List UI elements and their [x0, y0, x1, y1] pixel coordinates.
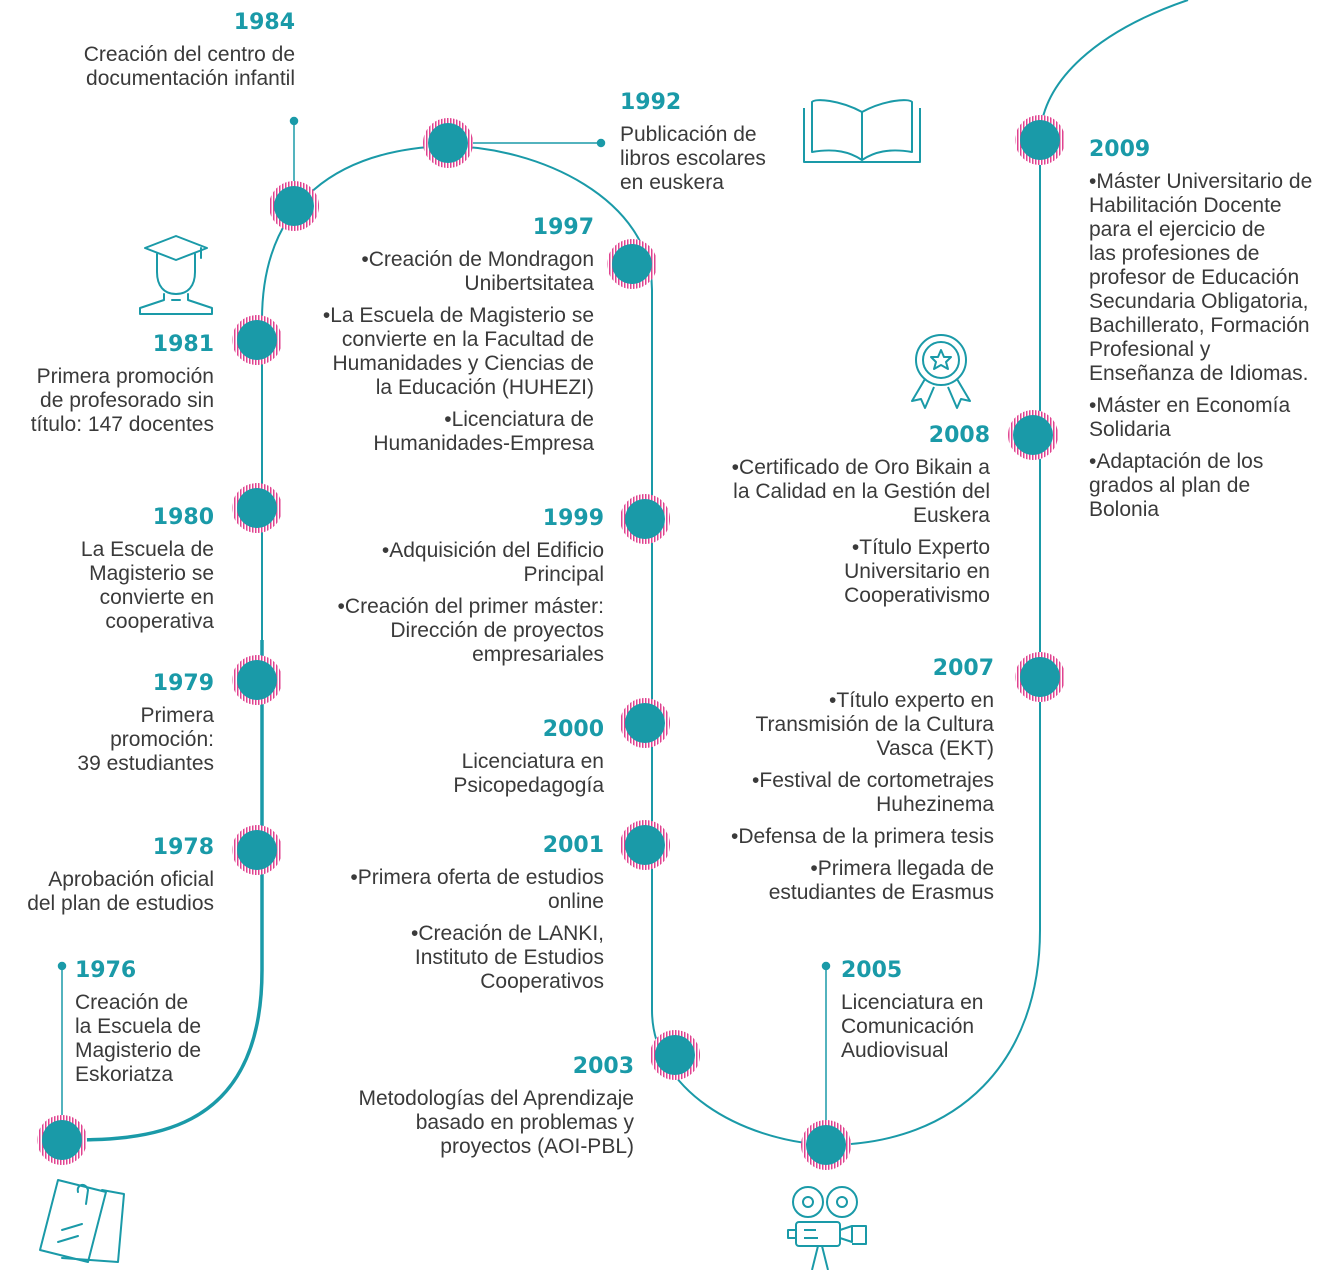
event-item: Defensa de la primera tesis: [731, 825, 994, 849]
event-2001: 2001Primera oferta de estudiosonlineCrea…: [350, 833, 604, 994]
year-label: 2000: [542, 717, 604, 742]
node-2008: [1008, 410, 1058, 460]
node-1980: [232, 483, 282, 533]
node-1999: [620, 494, 670, 544]
year-label: 1999: [542, 506, 604, 531]
event-1997: 1997Creación de MondragonUnibertsitateaL…: [323, 215, 594, 456]
node-1978: [232, 825, 282, 875]
year-label: 2007: [932, 656, 994, 681]
event-item: Certificado de Oro Bikain ala Calidad en…: [732, 456, 990, 528]
year-label: 2005: [841, 958, 903, 983]
clipboard-icon: [39, 1179, 125, 1263]
event-1999: 1999Adquisición del EdificioPrincipalCre…: [338, 506, 604, 667]
node-2007: [1015, 652, 1065, 702]
year-label: 1997: [532, 215, 594, 240]
node-2003: [650, 1030, 700, 1080]
year-label: 1976: [75, 958, 137, 983]
node-2001: [620, 820, 670, 870]
timeline-early-segment: [61, 640, 264, 1142]
node-1992: [423, 118, 473, 168]
year-label: 1992: [620, 90, 682, 115]
graduate-icon: [139, 235, 213, 315]
node-2009: [1015, 115, 1065, 165]
award-ribbon-icon: [911, 334, 971, 409]
year-label: 1979: [152, 671, 214, 696]
year-label: 2003: [572, 1054, 634, 1079]
year-label: 1980: [152, 505, 214, 530]
node-1979: [232, 655, 282, 705]
open-book-icon: [803, 99, 921, 163]
node-2005: [801, 1120, 851, 1170]
event-2008: 2008Certificado de Oro Bikain ala Calida…: [732, 423, 990, 608]
year-label: 2009: [1089, 137, 1151, 162]
event-item: Creación de LANKI,Instituto de EstudiosC…: [350, 922, 604, 994]
node-1984: [269, 181, 319, 231]
event-2009: 2009Máster Universitario deHabilitación …: [1089, 137, 1341, 522]
year-label: 1984: [233, 10, 295, 35]
node-1997: [607, 239, 657, 289]
year-label: 2008: [928, 423, 990, 448]
film-camera-icon: [787, 1186, 867, 1270]
node-1976: [37, 1115, 87, 1165]
node-1981: [232, 315, 282, 365]
node-2000: [620, 698, 670, 748]
year-label: 1978: [152, 835, 214, 860]
event-item: Creación del primer máster:Dirección de …: [338, 595, 604, 667]
year-label: 2001: [542, 833, 604, 858]
year-label: 1981: [152, 332, 214, 357]
